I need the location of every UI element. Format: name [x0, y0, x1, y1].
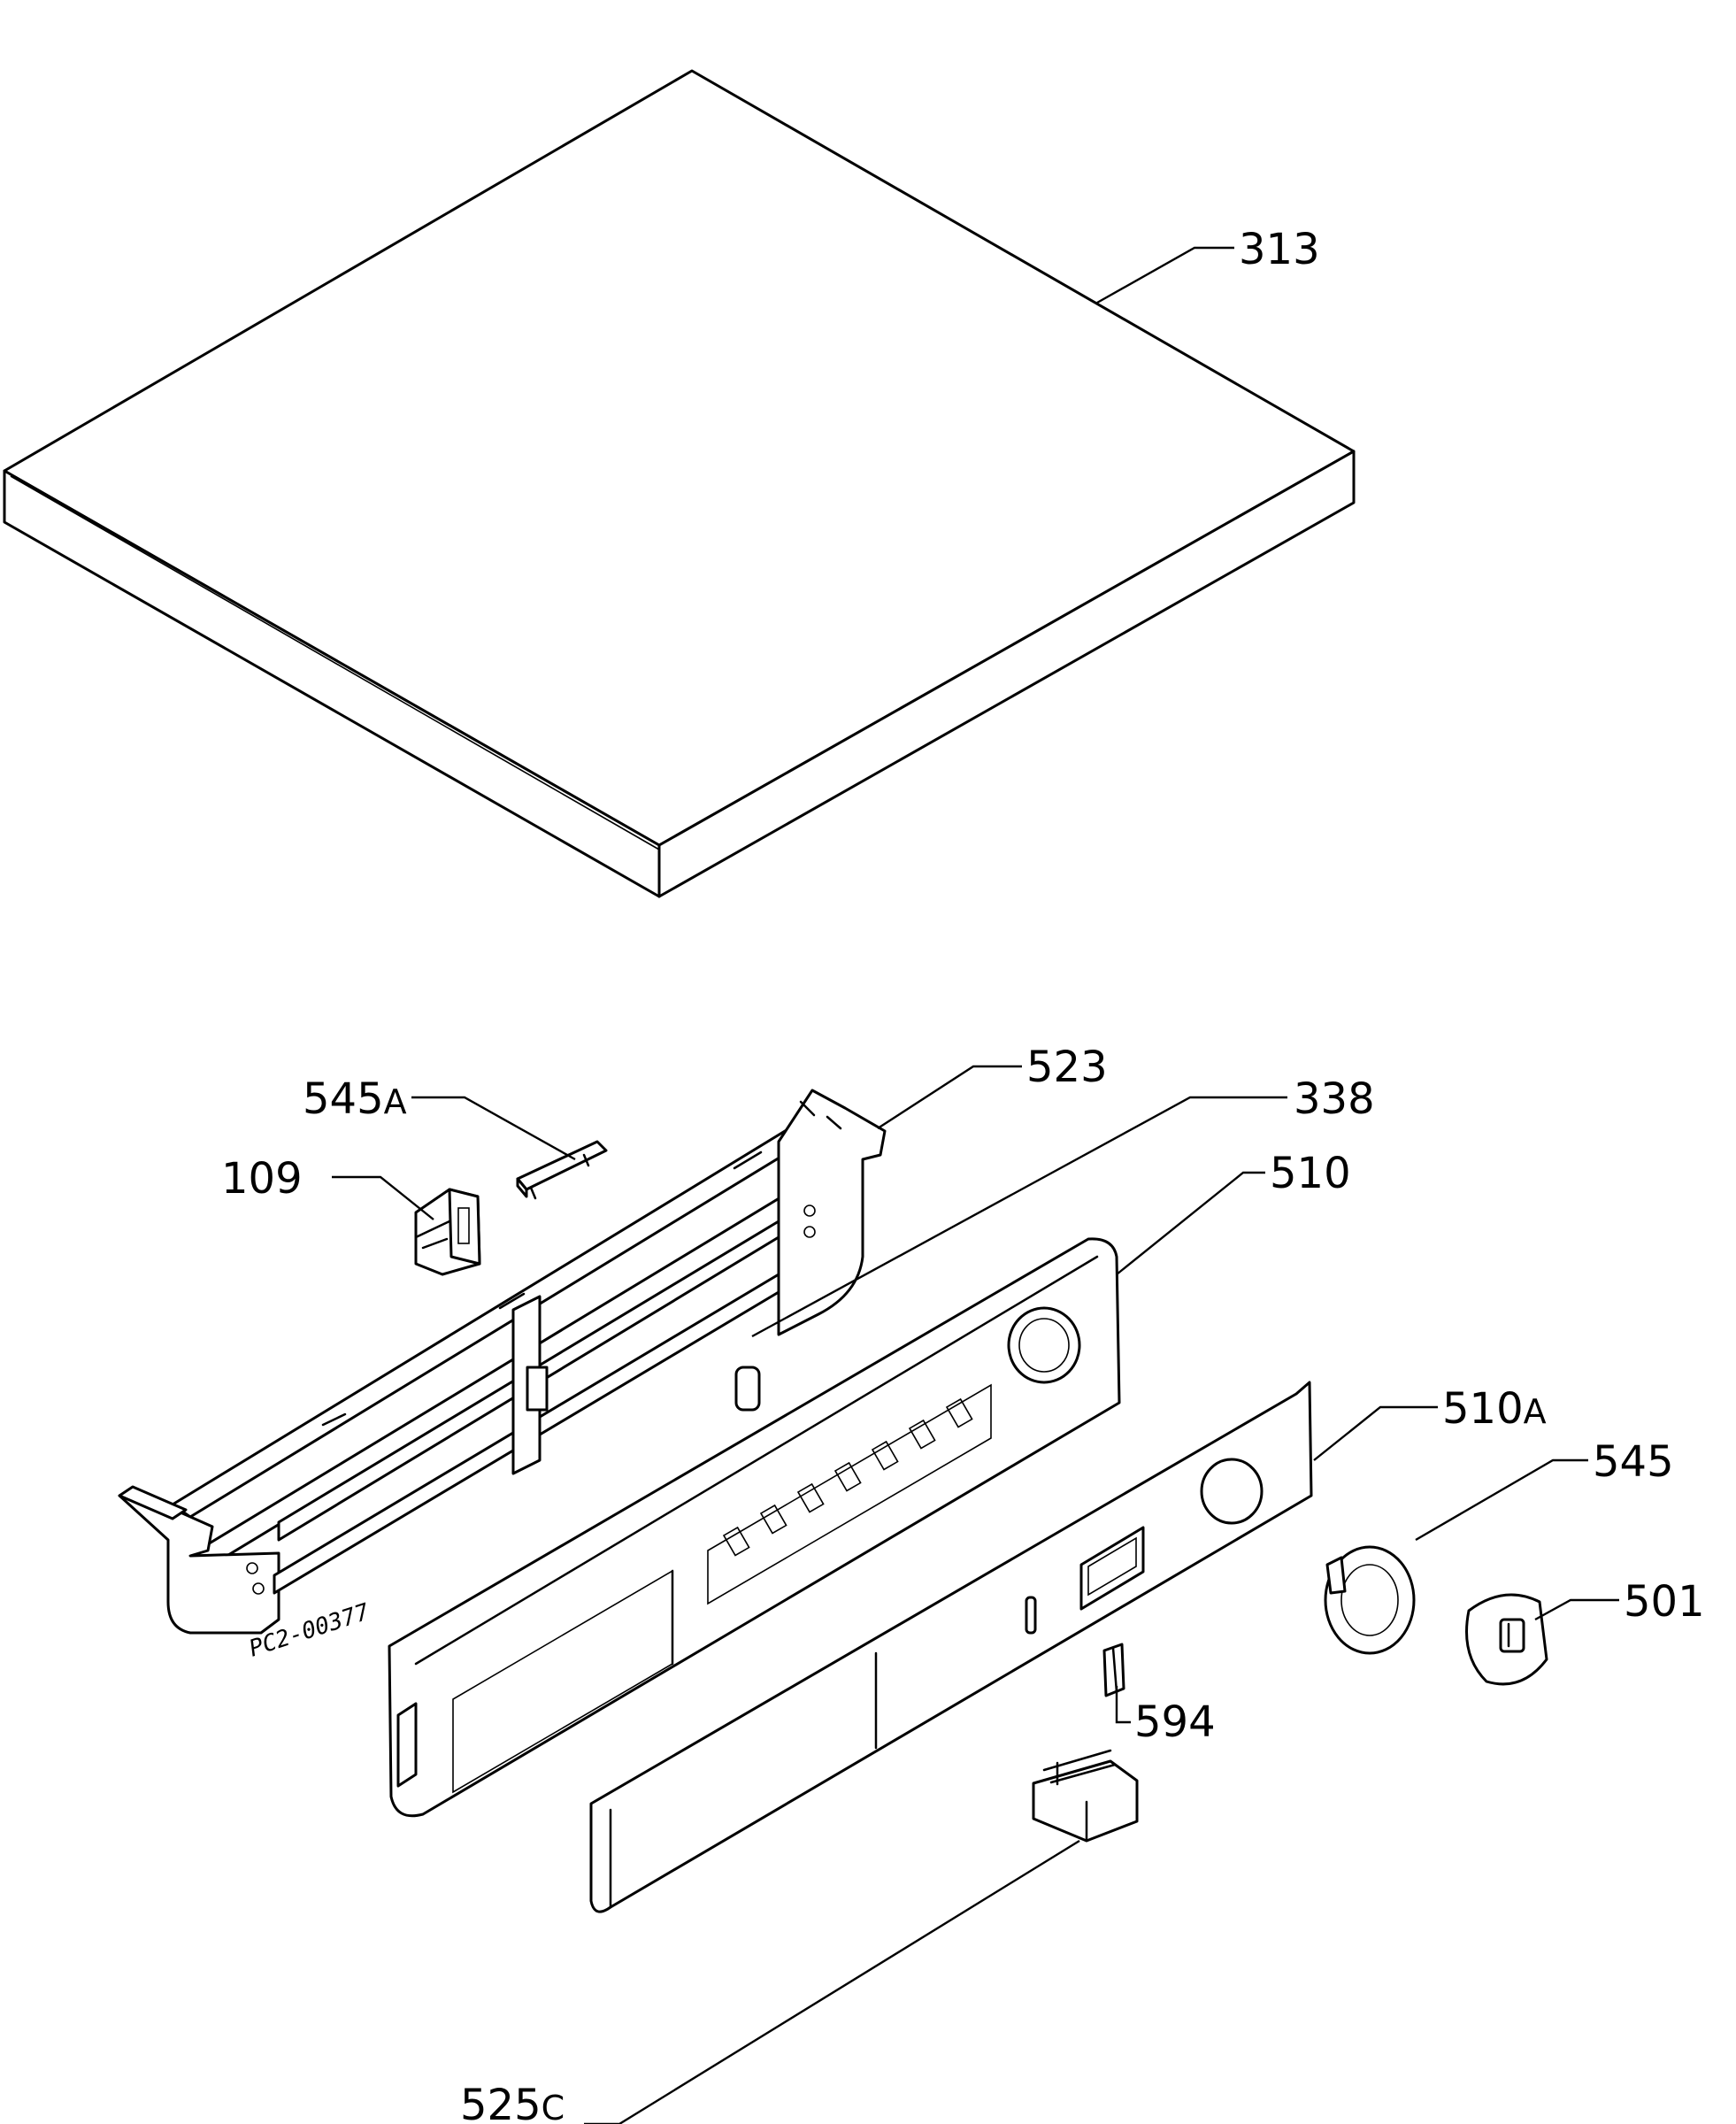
callout-545A-number: 545 — [303, 1074, 384, 1124]
part-313-worktop — [3, 69, 1356, 898]
fascia-knob-hole — [1200, 1458, 1264, 1525]
callout-525C-number: 525 — [460, 2081, 542, 2124]
callout-594: 594 — [1134, 1697, 1216, 1747]
callout-338: 338 — [1294, 1074, 1375, 1124]
callout-525C: 525C — [460, 2081, 565, 2124]
callout-109: 109 — [221, 1154, 303, 1204]
callout-510A-suffix: A — [1524, 1392, 1547, 1431]
callout-313: 313 — [1239, 225, 1320, 274]
callout-510A: 510A — [1442, 1384, 1547, 1434]
part-523-frame — [118, 1089, 887, 1635]
part-545-knob-base — [1324, 1545, 1416, 1655]
callouts: 313 523 545A 338 109 510 510A 545 501 59… — [221, 225, 1705, 2124]
part-594-clip — [1102, 1643, 1125, 1697]
leader-lines — [332, 246, 1619, 2124]
callout-545A-suffix: A — [384, 1082, 407, 1121]
part-510A-fascia — [589, 1381, 1313, 1913]
callout-545A: 545A — [303, 1074, 407, 1124]
callout-510A-number: 510 — [1442, 1384, 1524, 1434]
part-525C-switch — [1032, 1749, 1139, 1843]
callout-545: 545 — [1593, 1437, 1674, 1487]
callout-523: 523 — [1026, 1043, 1108, 1092]
callout-501: 501 — [1624, 1577, 1705, 1627]
part-109-connector — [414, 1188, 481, 1276]
part-545A-bracket — [516, 1140, 608, 1200]
indicator-row — [722, 1397, 973, 1557]
part-501-knob — [1465, 1593, 1548, 1686]
callout-525C-suffix: C — [542, 2089, 565, 2124]
part-338-front-panel — [388, 1237, 1121, 1818]
callout-510: 510 — [1270, 1149, 1351, 1198]
